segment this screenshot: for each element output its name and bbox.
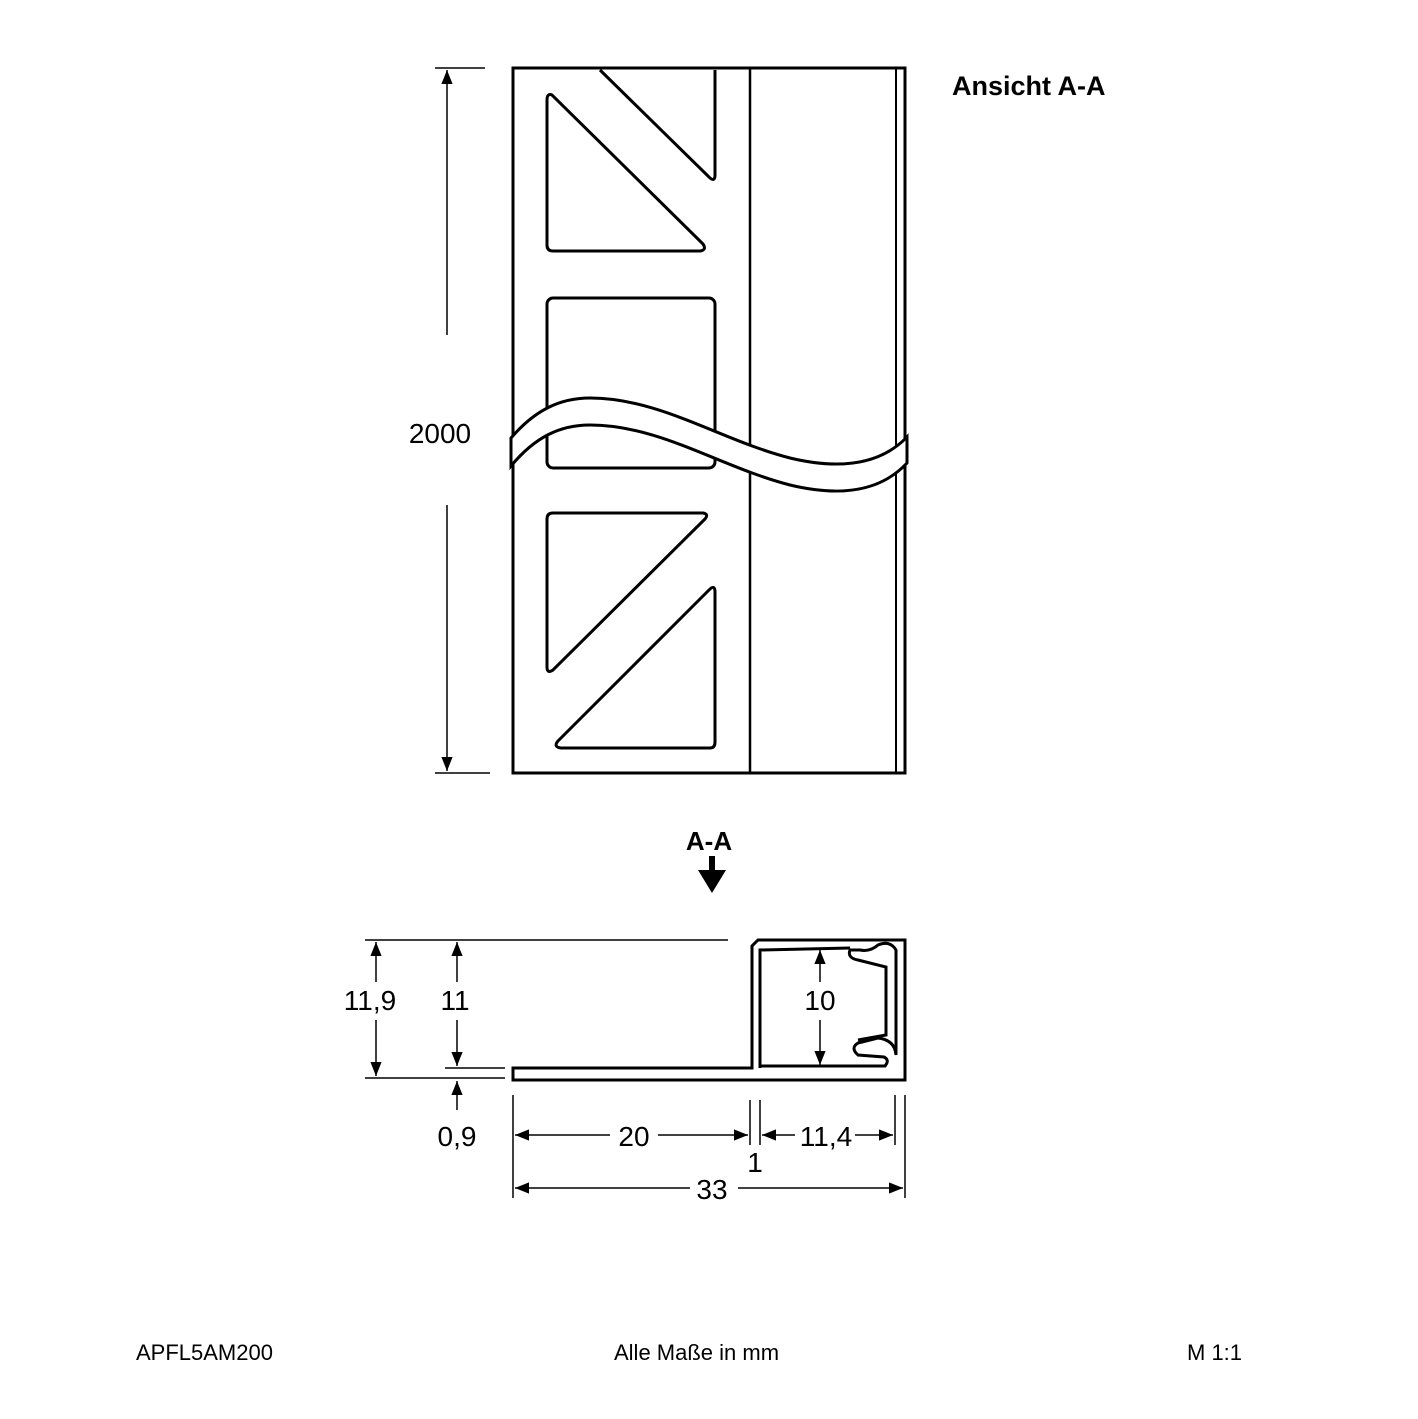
wall-thickness-label: 1 [747,1147,763,1178]
arrow-down-icon [698,870,726,893]
cutout-triangle [545,511,709,673]
inner-height-label: 11 [440,985,469,1016]
total-width-label: 33 [696,1174,727,1205]
units-note: Alle Maße in mm [614,1340,779,1365]
cutout-triangle [554,585,717,750]
length-dimension: 2000 [409,67,490,774]
article-number: APFL5AM200 [136,1340,273,1365]
scale-label: M 1:1 [1187,1340,1242,1365]
footer: APFL5AM200 Alle Maße in mm M 1:1 [136,1340,1242,1365]
profile-cross-section [511,938,907,1082]
channel-height-label: 10 [804,985,835,1016]
total-height-label: 11,9 [344,985,396,1016]
section-marker: A-A [686,826,732,893]
view-title: Ansicht A-A [952,71,1106,101]
channel-width-label: 11,4 [800,1121,852,1152]
base-thickness-label: 0,9 [438,1121,477,1152]
cutout-square [545,296,717,470]
break-line [509,396,909,493]
profile-side-view [509,66,909,775]
flange-width-label: 20 [618,1121,649,1152]
cutout-triangle [598,68,717,181]
length-label: 2000 [409,418,471,449]
cutout-triangle [545,93,706,253]
cross-section-dimensions: 11,9 11 0,9 10 20 11,4 1 33 [344,939,906,1205]
section-label: A-A [686,826,732,856]
